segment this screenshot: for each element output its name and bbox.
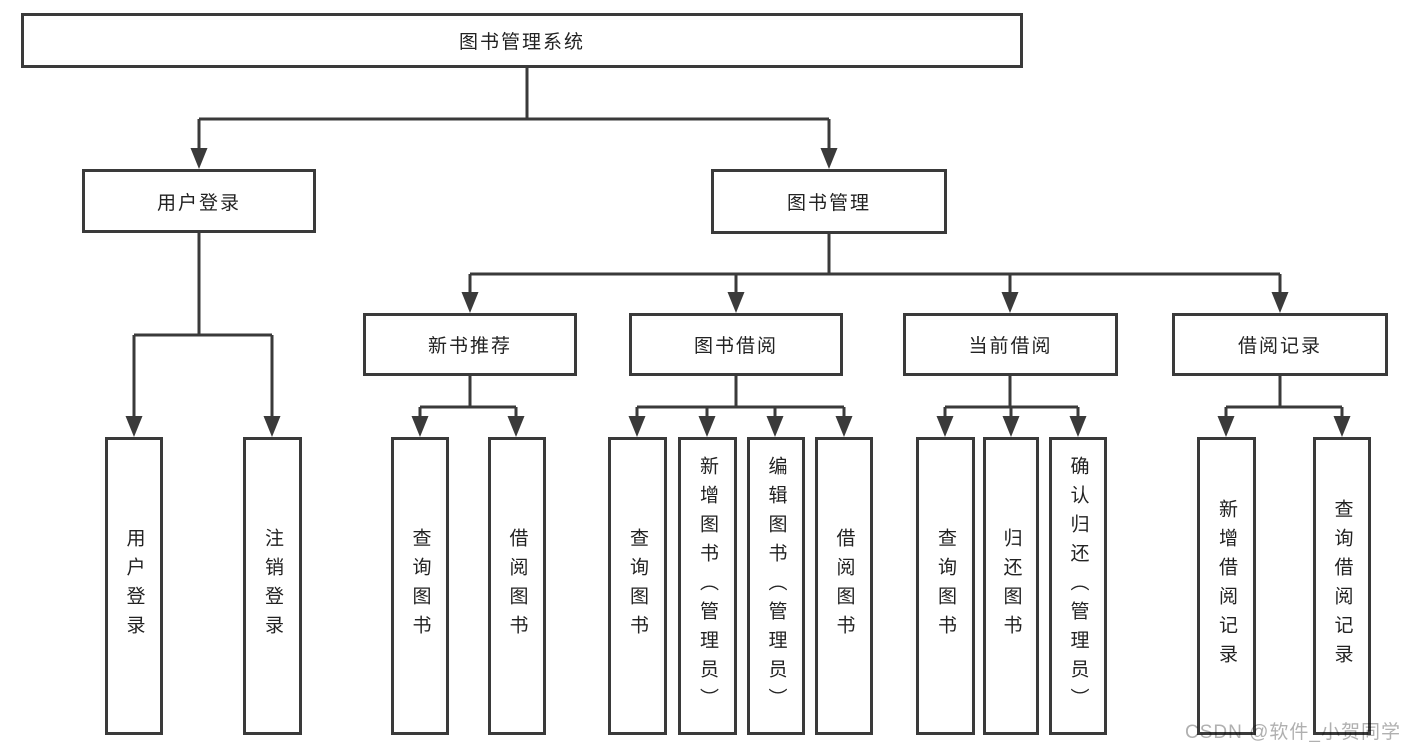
node-rec-borrow-books: 借阅图书 — [488, 437, 546, 735]
node-add-books-admin: 新增图书（管理员） — [678, 437, 737, 735]
node-borrow-query-books: 查询图书 — [608, 437, 667, 735]
connector-new-rec-branch — [411, 376, 525, 437]
node-library-system: 图书管理系统 — [21, 13, 1023, 68]
connector-current-borrow-branch — [936, 376, 1087, 437]
node-borrow-records: 借阅记录 — [1172, 313, 1388, 376]
node-borrow-books-leaf: 借阅图书 — [815, 437, 873, 735]
node-book-management: 图书管理 — [711, 169, 947, 234]
node-edit-books-admin: 编辑图书（管理员） — [747, 437, 805, 735]
node-user-login: 用户登录 — [82, 169, 316, 233]
node-book-borrow: 图书借阅 — [629, 313, 843, 376]
connector-root-to-level2 — [190, 68, 838, 169]
node-return-books: 归还图书 — [983, 437, 1039, 735]
node-rec-query-books: 查询图书 — [391, 437, 449, 735]
node-confirm-return-admin: 确认归还（管理员） — [1049, 437, 1107, 735]
connector-book-borrow-branch — [628, 376, 853, 437]
watermark: CSDN @软件_小贺同学 — [1185, 722, 1401, 743]
connector-borrow-records-branch — [1217, 376, 1351, 437]
connector-book-mgmt-branch — [461, 234, 1289, 313]
node-query-borrow-record: 查询借阅记录 — [1313, 437, 1371, 735]
node-current-borrow: 当前借阅 — [903, 313, 1118, 376]
node-current-query-books: 查询图书 — [916, 437, 975, 735]
node-new-book-recommend: 新书推荐 — [363, 313, 577, 376]
node-logout-leaf: 注销登录 — [243, 437, 302, 735]
connector-user-login-branch — [125, 233, 281, 437]
node-user-login-leaf: 用户登录 — [105, 437, 163, 735]
node-add-borrow-record: 新增借阅记录 — [1197, 437, 1256, 735]
